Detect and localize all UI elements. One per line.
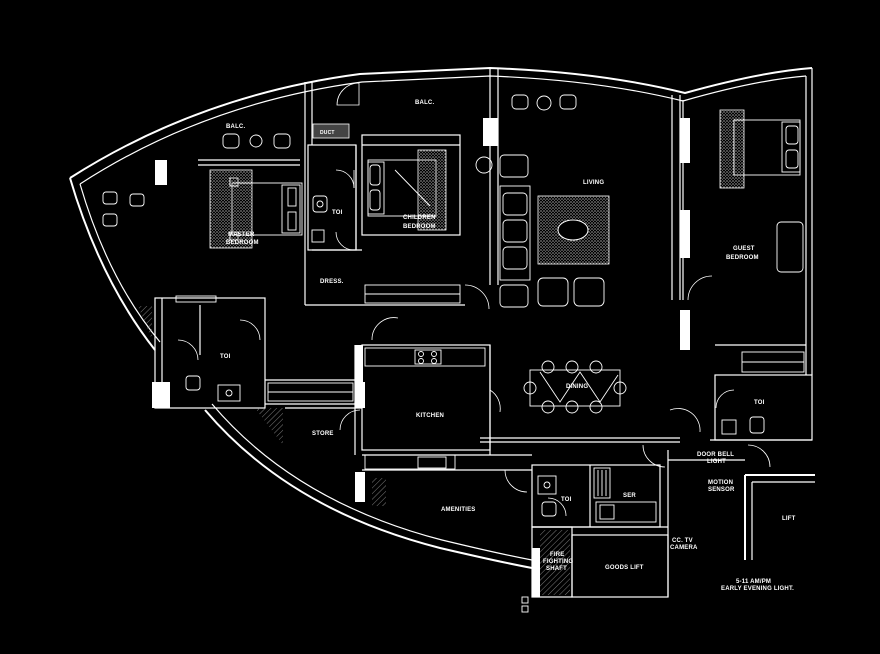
label-guest-bedroom-1: GUEST <box>733 246 755 252</box>
interior-walls <box>154 68 815 598</box>
columns <box>152 118 690 597</box>
label-store: STORE <box>312 431 334 437</box>
room-labels: BALC. BALC. DUCT LIVING MASTER BEDROOM T… <box>220 100 796 592</box>
label-door-bell-2: LIGHT <box>707 459 726 465</box>
door-swings <box>177 82 771 517</box>
label-fire-shaft-1: FIRE <box>550 552 564 558</box>
label-toi-3: TOI <box>754 400 765 406</box>
label-kitchen: KITCHEN <box>416 413 444 419</box>
label-toi-1: TOI <box>332 210 343 216</box>
outer-walls <box>69 66 813 569</box>
furniture <box>102 94 805 613</box>
label-balc-top: BALC. <box>415 100 434 106</box>
label-fire-shaft-3: SHAFT <box>546 566 567 572</box>
label-master-bedroom-2: BEDROOM <box>226 240 259 246</box>
label-ser: SER <box>623 493 636 499</box>
label-toi-4: TOI <box>561 497 572 503</box>
label-duct: DUCT <box>320 130 335 136</box>
label-amenities: AMENITIES <box>441 507 475 513</box>
label-dress: DRESS. <box>320 279 344 285</box>
label-guest-bedroom-2: BEDROOM <box>726 255 759 261</box>
label-dining: DINING <box>566 384 588 390</box>
label-evening-light-2: EARLY EVENING LIGHT. <box>721 586 794 592</box>
label-living: LIVING <box>583 180 604 186</box>
label-master-bedroom-1: MASTER <box>228 232 255 238</box>
label-lift: LIFT <box>782 516 796 522</box>
hatched-areas <box>138 306 570 595</box>
label-evening-light-1: 5-11 AM/PM <box>736 579 771 585</box>
label-cctv-1: CC. TV <box>672 538 693 544</box>
label-children-bedroom-2: BEDROOM <box>403 224 436 230</box>
label-door-bell-1: DOOR BELL <box>697 452 734 458</box>
label-toi-2: TOI <box>220 354 231 360</box>
label-goods-lift: GOODS LIFT <box>605 565 644 571</box>
label-children-bedroom-1: CHILDREN <box>403 215 436 221</box>
label-motion-sensor-2: SENSOR <box>708 487 735 493</box>
label-cctv-2: CAMERA <box>670 545 698 551</box>
label-fire-shaft-2: FIGHTING <box>543 559 573 565</box>
label-motion-sensor-1: MOTION <box>708 480 733 486</box>
label-balc-left: BALC. <box>226 124 245 130</box>
